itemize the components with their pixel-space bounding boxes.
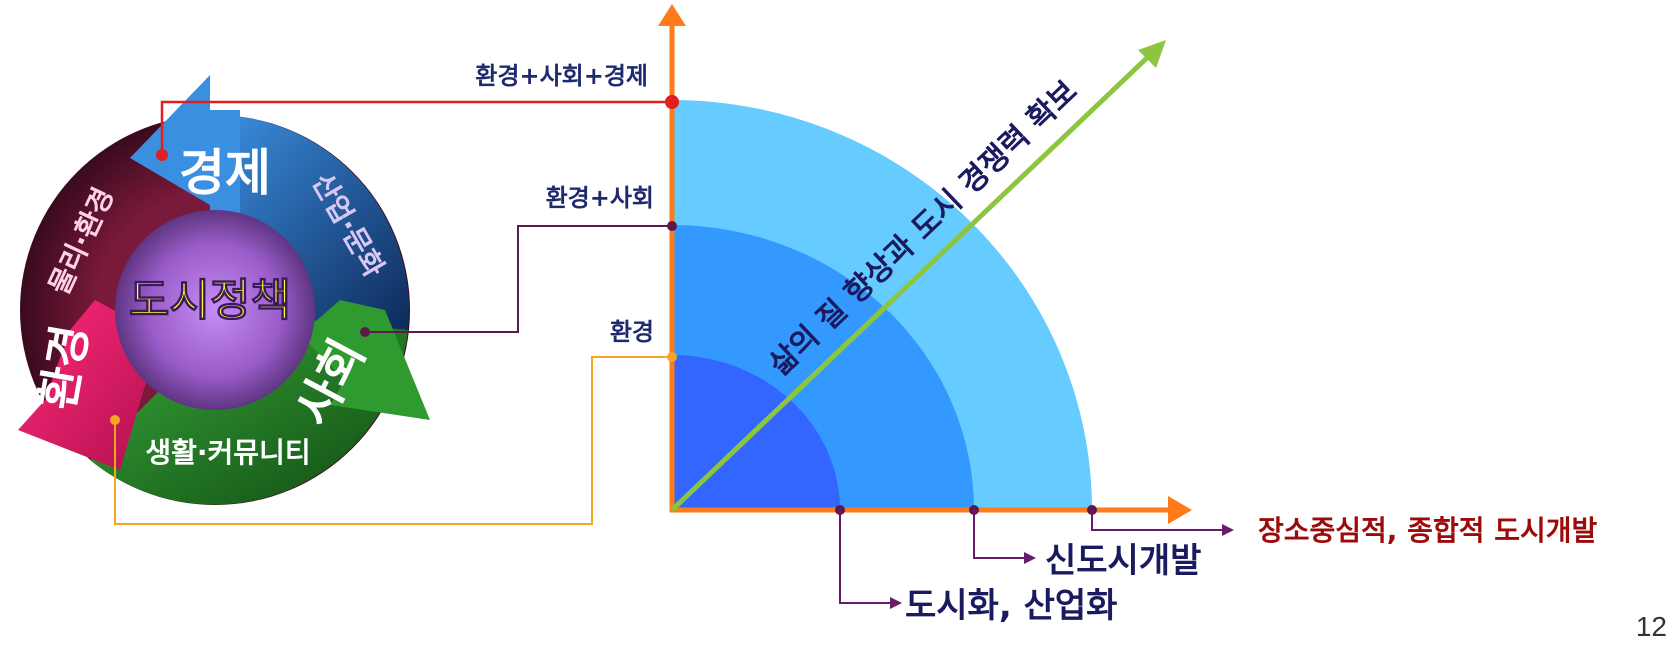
society-sub-label: 생활·커뮤니티 <box>145 436 310 469</box>
policy-cycle: 도시정책 경제 산업·문화 사회 생활·커뮤니티 환경 물리·환경 <box>18 75 430 505</box>
economy-arrow <box>130 75 240 240</box>
x-axis-arrowhead <box>1168 496 1192 524</box>
economy-label: 경제 <box>179 144 271 202</box>
economy-segment <box>215 115 410 330</box>
outcome-third-label: 장소중심적, 종합적 도시개발 <box>1258 514 1597 547</box>
level-label-middle: 환경+사회 <box>546 184 654 212</box>
society-segment <box>90 320 408 505</box>
center-label: 도시정책 <box>129 275 291 326</box>
level-label-top: 환경+사회+경제 <box>475 62 648 90</box>
connector-environment <box>114 356 672 525</box>
outcome-third-line <box>1091 510 1224 531</box>
outcome-second-arrowhead <box>1024 552 1036 564</box>
level-label-bottom: 환경 <box>610 318 654 346</box>
connector-economy-dot <box>156 149 168 161</box>
diagonal-arrowhead <box>1138 40 1166 68</box>
connector-society <box>365 225 672 333</box>
outcome-first-label: 도시화, 산업화 <box>905 586 1117 626</box>
level-bottom-dot <box>667 352 677 362</box>
y-axis-arrowhead <box>658 4 686 26</box>
center-sphere <box>115 210 315 410</box>
outcome-pointers: 도시화, 산업화 신도시개발 장소중심적, 종합적 도시개발 <box>835 505 1597 626</box>
outcome-third-arrowhead <box>1222 524 1234 536</box>
diagonal-line <box>670 53 1152 512</box>
connectors <box>110 95 679 525</box>
connector-economy <box>160 100 672 155</box>
outcome-first-line <box>839 510 892 604</box>
connector-society-dot <box>360 327 370 337</box>
connector-environment-dot <box>110 415 120 425</box>
level-middle-dot <box>667 221 677 231</box>
level-top-dot <box>665 95 679 109</box>
outcome-second-line <box>973 510 1026 559</box>
outcome-second-label: 신도시개발 <box>1045 541 1201 581</box>
society-arrow <box>300 300 430 420</box>
outcome-first-arrowhead <box>890 597 902 609</box>
page-number: 12 <box>1635 611 1667 642</box>
